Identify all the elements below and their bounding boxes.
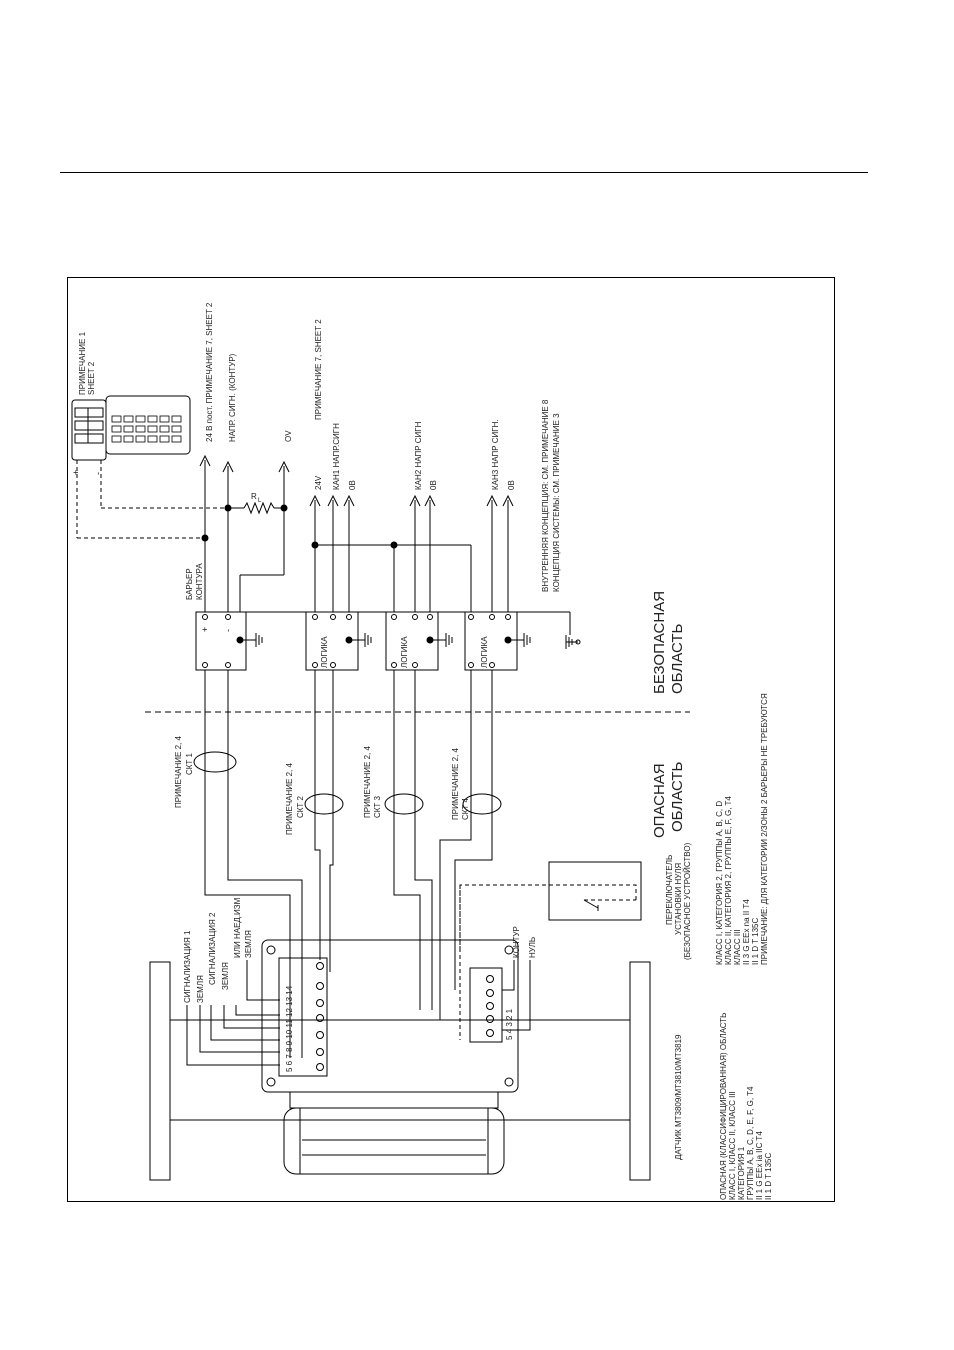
hazard-line-4: ГРУППЫ A, B, C, D, E, F, G, T4	[746, 1086, 755, 1200]
terminal-leads	[186, 960, 531, 1066]
note7-label: ПРИМЕЧАНИЕ 7, SHEET 2	[314, 319, 323, 420]
barrier-logic-2	[385, 611, 453, 671]
note24-label-4: ПРИМЕЧАНИЕ 2, 4	[451, 748, 460, 820]
class-line-3: КЛАСС III	[733, 929, 742, 965]
barrier-logic-1	[305, 611, 372, 671]
logic-label-2: ЛОГИКА	[400, 636, 409, 668]
plus-label: +	[71, 470, 81, 475]
sensor-label: ДАТЧИК МТ3809/МТ3810/МТ3819	[674, 1034, 683, 1160]
note24-label-3: ПРИМЕЧАНИЕ 2, 4	[363, 746, 372, 818]
switch-label-3: (БЕЗОПАСНОЕ УСТРОЙСТВО)	[683, 842, 692, 960]
switch-label-1: ПЕРЕКЛЮЧАТЕЛЬ	[665, 855, 674, 925]
class-line-2: КЛАСС II, КАТЕГОРИЯ 2, ГРУППЫ E, F, G, T…	[724, 796, 733, 965]
safe-area-label-2: ОБЛАСТЬ	[669, 623, 686, 694]
terminal-numbers-2: 5 4 3 2 1	[505, 1008, 514, 1040]
v24-note-label: 24 В пост. ПРИМЕЧАНИЕ 7, SHEET 2	[205, 302, 214, 442]
communicator	[71, 395, 228, 539]
hazard-line-2: КЛАСС I, КЛАСС II, КЛАСС III	[728, 1091, 737, 1200]
zero-v-label-2: 0В	[429, 480, 438, 490]
safe-area-label-1: БЕЗОПАСНАЯ	[651, 591, 668, 694]
rl-label: R	[251, 492, 257, 501]
zero-switch	[459, 861, 642, 1040]
minus-label: -	[93, 472, 103, 475]
field-wiring	[193, 670, 502, 1058]
ckt2-label: СКТ 2	[296, 795, 305, 818]
sheet2-label: SHEET 2	[87, 361, 96, 395]
loop-label: КОНТУР	[512, 926, 521, 958]
note1-label: ПРИМЕЧАНИЕ 1	[78, 331, 87, 395]
zero-v-label-1: 0В	[348, 480, 357, 490]
class-line-4: II 3 G EEx na II T4	[742, 899, 751, 965]
ov-label: OV	[284, 430, 293, 442]
sensor-housing	[149, 939, 651, 1181]
system-note-label: КОНЦЕПЦИЯ СИСТЕМЫ: СМ. ПРИМЕЧАНИЕ 3	[552, 413, 561, 592]
signal-loop-label: НАПР. СИГН. (КОНТУР)	[228, 353, 237, 442]
ckt1-label: СКТ 1	[185, 752, 194, 775]
output-wiring	[199, 454, 514, 612]
ground3-label: ЗЕМЛЯ	[244, 930, 253, 958]
alarm1-label: СИГНАЛИЗАЦИЯ 1	[183, 930, 192, 1003]
alarm2-label: СИГНАЛИЗАЦИЯ 2	[208, 912, 217, 985]
hazard-line-5: II 1 G EEx ia IIC T4	[755, 1131, 764, 1200]
hazard-line-6: II 1 D T 135C	[764, 1152, 773, 1200]
or-ground-label: ИЛИ НАЕД.ИЗМ	[233, 897, 242, 958]
hazard-area-label-2: ОБЛАСТЬ	[669, 761, 686, 832]
class-line-6: ПРИМЕЧАНИЕ: ДЛЯ КАТЕГОРИИ 2/ЗОНЫ 2 БАРЬЕ…	[760, 693, 769, 965]
header-rule	[60, 172, 868, 173]
barrier-plus-a: +	[200, 627, 210, 632]
barrier-loop-label: БАРЬЕР	[185, 568, 194, 600]
logic-label-1: ЛОГИКА	[320, 636, 329, 668]
v24-label: 24V	[314, 475, 323, 490]
zero-v-label-3: 0В	[507, 480, 516, 490]
barrier-loop	[195, 611, 263, 671]
diagram-frame	[67, 277, 835, 1202]
note24-label-2: ПРИМЕЧАНИЕ 2, 4	[285, 763, 294, 835]
logic-label-3: ЛОГИКА	[480, 636, 489, 668]
rl-sub-label: L	[258, 498, 262, 504]
class-line-5: II 1 D T 135C	[751, 917, 760, 965]
hazard-line-3: КАТЕГОРИЯ 1	[737, 1146, 746, 1200]
internal-note-label: ВНУТРЕННЯЯ КОНЦЕПЦИЯ: СМ. ПРИМЕЧАНИЕ 8	[541, 399, 550, 592]
ch1-label: КАН1 НАПР.СИГН	[332, 423, 341, 490]
barrier-minus-a: -	[223, 629, 233, 632]
ckt3-label: СКТ 3	[373, 795, 382, 818]
switch-label-2: УСТАНОВКИ НУЛЯ	[674, 863, 683, 935]
ch3-label: КАН3 НАПР СИГН.	[491, 419, 500, 490]
terminal-numbers: 5 6 7 8 9 10 11 12 13 14	[285, 985, 294, 1072]
ckt4-label: СКТ 4	[461, 797, 470, 820]
ground2-label: ЗЕМЛЯ	[221, 962, 230, 990]
ch2-label: КАН2 НАПР СИГН	[414, 421, 423, 490]
hazard-area-label-1: ОПАСНАЯ	[651, 763, 668, 838]
hazard-line-1: ОПАСНАЯ (КЛАССИФИЦИРОВАННАЯ) ОБЛАСТЬ	[719, 1013, 728, 1200]
barrier-loop-label-2: КОНТУРА	[195, 563, 204, 600]
class-line-1: КЛАСС I, КАТЕГОРИЯ 2, ГРУППЫ A, B, C, D	[715, 801, 724, 965]
note24-label-1: ПРИМЕЧАНИЕ 2, 4	[174, 736, 183, 808]
zero-label: НУЛЬ	[528, 937, 537, 958]
ground1-label: ЗЕМЛЯ	[196, 975, 205, 1003]
barrier-logic-3	[464, 611, 531, 671]
